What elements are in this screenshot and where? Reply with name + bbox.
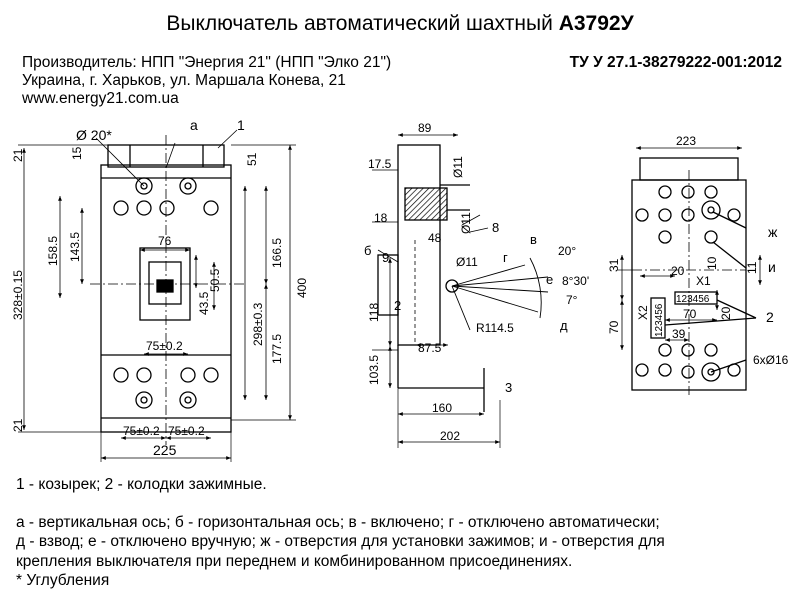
dim-225: 225 xyxy=(153,442,177,458)
dim-39: 39 xyxy=(672,327,686,341)
legend-line-1: 1 - козырек; 2 - колодки зажимные. xyxy=(16,476,267,493)
label-zh: ж xyxy=(768,224,778,240)
dim-75-left: 75±0.2 xyxy=(123,424,160,438)
legend-line-4: крепления выключателя при переднем и ком… xyxy=(16,552,573,570)
label-v: в xyxy=(530,232,537,247)
dim-75-mid: 75±0.2 xyxy=(146,339,183,353)
label-x2: X2 xyxy=(636,305,650,320)
side-view-labels: 89 17.5 Ø11 18 Ø11 48 8 б 9 Ø11 г в 20° … xyxy=(364,121,589,443)
label-a: а xyxy=(190,118,198,133)
dim-298: 298±0.3 xyxy=(251,302,265,346)
dim-21-bottom: 21 xyxy=(11,418,25,432)
manufacturer-line: Производитель: НПП "Энергия 21" (НПП "Эл… xyxy=(22,54,392,71)
legend: 1 - козырек; 2 - колодки зажимные. а - в… xyxy=(16,475,796,591)
label-i: и xyxy=(768,259,776,275)
rear-view-labels: 223 ж и 31 11 20 X1 10 123456 X2 123456 … xyxy=(607,134,789,367)
label-b: б xyxy=(364,243,371,258)
dim-11: 11 xyxy=(745,261,759,274)
dim-20-a: 20 xyxy=(671,264,685,278)
dim-48: 48 xyxy=(428,231,442,245)
dim-r114-5: R114.5 xyxy=(476,321,514,335)
rear-view xyxy=(618,146,762,395)
dim-15: 15 xyxy=(70,146,84,160)
terminal-block-x2 xyxy=(650,297,666,339)
dim-43-5: 43.5 xyxy=(197,291,211,315)
label-2: 2 xyxy=(394,298,401,313)
technical-drawing: Ø 20* а 1 15 51 21 21 158.5 143.5 328±0.… xyxy=(11,118,789,462)
terminal-x2-numbers: 123456 xyxy=(654,303,665,337)
side-terminal-hatch xyxy=(404,187,448,221)
label-g: г xyxy=(503,250,508,265)
label-3: 3 xyxy=(505,380,512,395)
dim-21-top: 21 xyxy=(11,148,25,162)
side-view xyxy=(372,133,549,448)
rear-bottom-holes xyxy=(635,343,741,382)
label-x1: X1 xyxy=(696,274,711,288)
label-2-rear: 2 xyxy=(766,309,774,325)
dim-17-5: 17.5 xyxy=(368,157,392,171)
dim-20-deg: 20° xyxy=(558,244,576,258)
terminal-x1-numbers: 123456 xyxy=(676,294,710,305)
dim-202: 202 xyxy=(440,429,460,443)
dim-103-5: 103.5 xyxy=(367,355,381,385)
dim-328: 328±0.15 xyxy=(11,270,25,320)
dim-7-deg: 7° xyxy=(566,293,578,307)
dim-10: 10 xyxy=(705,256,719,270)
page-title: Выключатель автоматический шахтный А3792… xyxy=(0,12,800,36)
dim-89: 89 xyxy=(418,121,432,135)
dim-143-5: 143.5 xyxy=(68,232,82,262)
dim-160: 160 xyxy=(432,401,452,415)
label-9: 9 xyxy=(382,250,389,265)
dim-31: 31 xyxy=(607,258,621,272)
dim-177-5: 177.5 xyxy=(270,334,284,364)
dim-20-b: 20 xyxy=(719,306,733,320)
bottom-holes xyxy=(113,367,219,409)
label-8: 8 xyxy=(492,220,499,235)
dim-75-right: 75±0.2 xyxy=(168,424,205,438)
dim-50-5: 50.5 xyxy=(208,268,222,292)
dim-d11-axis: Ø11 xyxy=(456,255,478,269)
legend-line-5: * Углубления xyxy=(16,572,110,589)
dim-holes: 6хØ16 xyxy=(753,353,789,367)
label-d: д xyxy=(560,318,568,333)
spec-number: ТУ У 27.1-38279222-001:2012 xyxy=(569,54,782,71)
dim-70-b: 70 xyxy=(683,307,697,321)
dim-d11-mid: Ø11 xyxy=(459,212,473,234)
dim-118: 118 xyxy=(367,303,381,322)
label-e: е xyxy=(546,272,553,287)
dim-8-30: 8°30' xyxy=(562,274,589,288)
handle xyxy=(148,261,182,305)
front-view-labels: Ø 20* а 1 15 51 21 21 158.5 143.5 328±0.… xyxy=(11,118,309,458)
legend-line-3: д - взвод; е - отключено вручную; ж - от… xyxy=(16,533,665,550)
manufacturer-info: Производитель: НПП "Энергия 21" (НПП "Эл… xyxy=(22,54,391,108)
title-model: А3792У xyxy=(558,12,634,35)
dim-223: 223 xyxy=(676,134,696,148)
title-main: Выключатель автоматический шахтный xyxy=(166,12,559,35)
dim-87-5: 87.5 xyxy=(418,341,442,355)
website-line: www.energy21.com.ua xyxy=(22,90,179,107)
side-body-outline xyxy=(397,144,441,346)
dim-76: 76 xyxy=(158,234,172,248)
dim-70-a: 70 xyxy=(607,320,621,334)
dim-158-5: 158.5 xyxy=(46,236,60,266)
top-holes xyxy=(113,177,219,216)
legend-line-2: а - вертикальная ось; б - горизонтальная… xyxy=(16,513,660,531)
front-view xyxy=(18,129,296,462)
dim-hole-diameter: Ø 20* xyxy=(76,127,112,143)
dim-18: 18 xyxy=(374,211,388,225)
dim-166-5: 166.5 xyxy=(270,238,284,268)
rear-top-holes xyxy=(635,185,741,244)
label-1: 1 xyxy=(237,118,245,133)
dim-400: 400 xyxy=(295,278,309,298)
dim-d11-top: Ø11 xyxy=(451,156,465,178)
address-line: Украина, г. Харьков, ул. Маршала Конева,… xyxy=(22,72,346,89)
dim-51: 51 xyxy=(245,152,259,166)
